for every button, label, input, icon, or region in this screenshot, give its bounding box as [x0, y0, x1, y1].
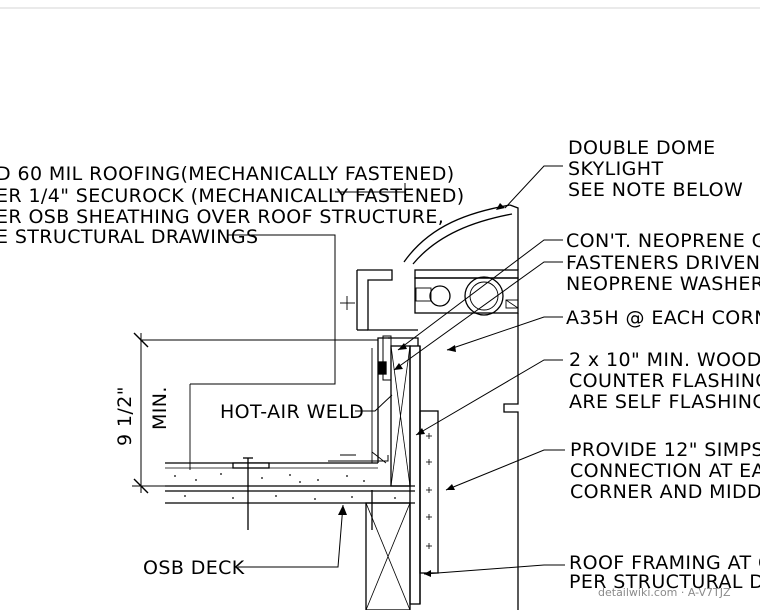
- dome-edge: [509, 204, 519, 270]
- membrane-upturn: [377, 337, 390, 463]
- dim-tick-top: [133, 332, 149, 348]
- note-skylight-line2: SKYLIGHT: [568, 158, 663, 180]
- frame-bolt: [429, 285, 451, 307]
- arrow-framing: [424, 570, 431, 577]
- curb-x-2: [390, 345, 411, 487]
- dome-inner: [412, 213, 513, 265]
- arrow-skylight: [496, 203, 505, 210]
- leader-osb: [238, 504, 344, 568]
- leader-simpson: [445, 449, 565, 491]
- note-roofing-line1: D 60 MIL ROOFING(MECHANICALLY FASTENED): [0, 163, 455, 185]
- note-a35h: A35H @ EACH CORNE: [566, 307, 760, 329]
- note-skylight-line1: DOUBLE DOME: [568, 137, 716, 159]
- leader-roofing-1: [335, 183, 406, 193]
- arrow-gasket: [398, 343, 407, 350]
- leader-skylight: [504, 165, 563, 209]
- arrow-a35h: [447, 345, 456, 352]
- curb-block-upper: [390, 345, 411, 487]
- interior-finish: [503, 313, 519, 610]
- label-osb-deck: OSB DECK: [143, 557, 245, 579]
- arrow-osb: [338, 505, 347, 515]
- dome-outer: [403, 204, 511, 263]
- note-roofing-line4: E STRUCTURAL DRAWINGS: [0, 226, 258, 248]
- note-fasteners-line2: NEOPRENE WASHERS: [566, 273, 760, 295]
- a35h-clip: [378, 361, 387, 375]
- note-simpson-line3: CORNER AND MIDDLE: [570, 481, 760, 503]
- note-roofing-line3: ER OSB SHEATHING OVER ROOF STRUCTURE,: [0, 206, 444, 228]
- dimension-value: 9 1/2": [114, 386, 136, 446]
- leader-a35h: [446, 316, 563, 351]
- leader-arrows: [338, 203, 505, 577]
- leaders: [190, 165, 565, 575]
- joist-x-2: [365, 502, 411, 610]
- arrow-fasteners: [394, 363, 403, 370]
- weld-flap: [328, 455, 389, 462]
- note-fasteners-line1: FASTENERS DRIVEN TH: [566, 252, 760, 274]
- fastener-plate: [232, 462, 270, 469]
- roof-joist: [365, 502, 411, 610]
- frame-stop: [505, 299, 519, 309]
- leader-curb: [415, 359, 563, 436]
- note-simpson-line1: PROVIDE 12" SIMPSO: [570, 439, 760, 461]
- leader-gasket: [397, 239, 563, 351]
- dim-tick-bottom: [133, 478, 149, 494]
- note-curb-line1: 2 x 10" MIN. WOOD: [569, 349, 760, 371]
- curb-lining: [409, 345, 421, 605]
- dimension-note: MIN.: [149, 386, 171, 430]
- arrow-simpson: [446, 484, 455, 490]
- leader-roofing: [190, 234, 336, 385]
- leader-weld: [355, 394, 393, 412]
- flange-lower: [388, 337, 419, 346]
- watermark: detailwiki.com · A-V7TJZ: [598, 586, 731, 599]
- skylight-frame-body: [414, 277, 519, 314]
- note-simpson-line2: CONNECTION AT EACH: [570, 460, 760, 482]
- skylight-flange: [357, 269, 418, 331]
- arrow-curb: [416, 428, 425, 435]
- leader-framing: [423, 564, 565, 575]
- label-hot-air-weld: HOT-AIR WELD: [220, 401, 364, 423]
- note-framing-line1: ROOF FRAMING AT OR: [569, 552, 760, 574]
- frame-tube: [464, 276, 504, 316]
- strap-nails: [426, 433, 432, 549]
- securock-hatch: [174, 473, 396, 500]
- note-roofing-line2: ER 1/4" SECUROCK (MECHANICALLY FASTENED): [0, 185, 465, 207]
- detail-geometry: [132, 204, 519, 610]
- note-gasket: CON'T. NEOPRENE GASK: [566, 230, 760, 252]
- frame-stop-hatch: [505, 299, 519, 309]
- note-curb-line2: COUNTER FLASHING (: [569, 370, 760, 392]
- gasket-block: [415, 287, 432, 302]
- note-curb-line3: ARE SELF FLASHING): [569, 391, 760, 413]
- leader-fasteners: [393, 261, 563, 371]
- note-framing-line2: PER STRUCTURAL D: [569, 571, 760, 593]
- note-skylight-line3: SEE NOTE BELOW: [568, 179, 743, 201]
